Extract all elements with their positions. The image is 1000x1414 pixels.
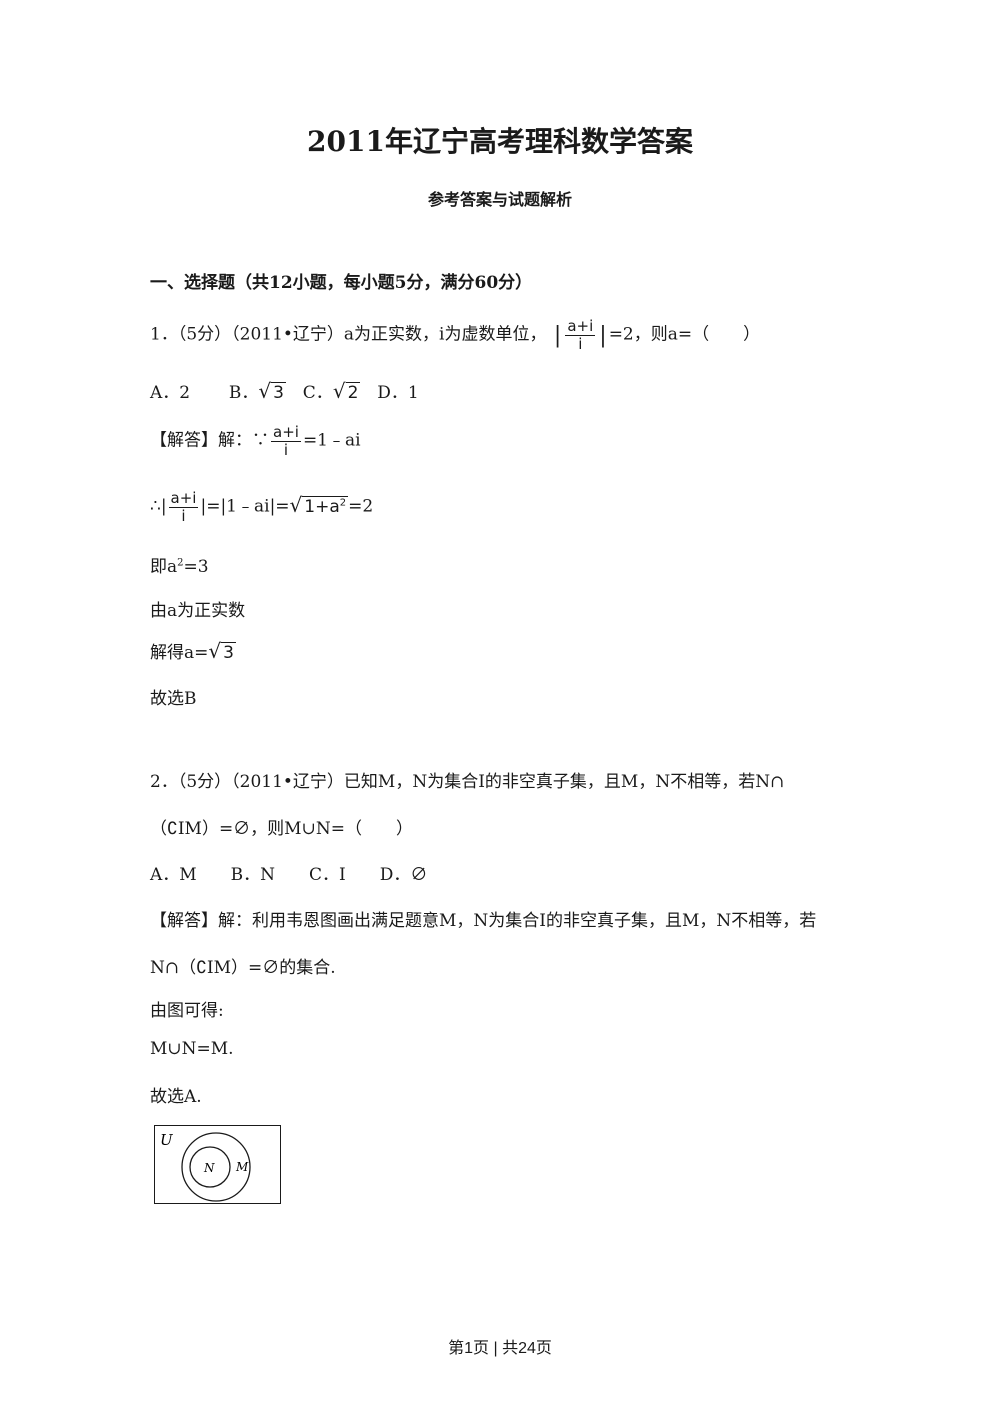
radicand-exponent: 2: [339, 496, 347, 508]
q1-solution-line6: 故选B: [150, 689, 197, 709]
venn-diagram: U N M: [154, 1125, 281, 1204]
fraction-denominator: i: [283, 440, 289, 459]
sqrt-1-plus-a2: √1+a2: [289, 492, 349, 517]
q1-solution-line4: 由a为正实数: [150, 601, 246, 621]
sqrt-b-radicand: 3: [271, 382, 286, 403]
venn-svg: U N M: [160, 1131, 251, 1202]
sqrt-c-radicand: 2: [345, 382, 361, 403]
q1-stem-post: =2，则a=（ ）: [608, 324, 761, 345]
q1-solution-line5: 解得a=√3: [150, 638, 236, 663]
q2-solution-line2: N∩（∁IM）=∅的集合.: [150, 958, 336, 978]
q1-line3-post: =3: [183, 557, 209, 577]
fraction-numerator: a+i: [271, 423, 301, 442]
q2-solution-line4: M∪N=M.: [150, 1039, 234, 1059]
venn-circle-n: [189, 1146, 231, 1188]
venn-label-m: M: [235, 1160, 249, 1174]
page-footer: 第1页 | 共24页: [448, 1340, 552, 1357]
q1-option-a: A．2: [150, 383, 191, 403]
page-title: 2011年辽宁高考理科数学答案: [307, 125, 693, 158]
section-heading: 一、选择题（共12小题，每小题5分，满分60分）: [150, 273, 533, 293]
q1-solution-eq: =1﹣ai: [302, 430, 361, 451]
q1-stem-pre: 1．（5分）（2011•辽宁）a为正实数，i为虚数单位，: [150, 324, 547, 345]
sqrt-answer-radicand: 3: [221, 642, 236, 663]
q2-solution-line1: 【解答】解：利用韦恩图画出满足题意M，N为集合I的非空真子集，且M，N不相等，若: [150, 911, 817, 931]
venn-circle-m: [181, 1132, 251, 1202]
page-subtitle: 参考答案与试题解析: [427, 190, 572, 209]
q1-sol2-post: =2: [348, 496, 374, 517]
fraction-numerator: a+i: [168, 489, 199, 508]
q1-option-c-label: C．: [302, 383, 333, 403]
q1-options: A．2 B．√3 C．√2 D．1: [150, 378, 419, 403]
q1-line5-pre: 解得a=: [150, 643, 209, 663]
sqrt-radicand: 1+a2: [302, 495, 349, 517]
sqrt-answer: √3: [208, 639, 236, 663]
q1-solution-label: 【解答】解：∵: [150, 430, 269, 451]
q2-stem-line1: 2．（5分）（2011•辽宁）已知M，N为集合I的非空真子集，且M，N不相等，若…: [150, 772, 785, 792]
q2-solution-line5: 故选A.: [150, 1087, 202, 1107]
q1-line3-text: 即a: [150, 557, 178, 577]
sqrt-c: √2: [332, 379, 361, 403]
q1-option-d: D．1: [377, 383, 419, 403]
fraction-numerator: a+i: [565, 317, 596, 336]
fraction-denominator: i: [578, 334, 583, 353]
venn-label-u: U: [160, 1131, 174, 1149]
q2-solution-line3: 由图可得:: [150, 1001, 224, 1021]
q2-options: A．M B．N C．I D．∅: [150, 865, 428, 885]
q1-solution-line3: 即a2=3: [150, 552, 209, 577]
abs-bar-right: |: [599, 322, 607, 348]
q1-sol2-mid: |=|1﹣ai|=: [200, 496, 290, 517]
q1-option-b-label: B．: [228, 383, 259, 403]
radicand-base: 1+a: [304, 496, 340, 517]
venn-label-n: N: [203, 1161, 215, 1175]
q1-line3-exponent: 2: [177, 557, 184, 569]
q2-stem-line2: （∁IM）=∅，则M∪N=（ ）: [150, 819, 413, 839]
fraction-denominator: i: [181, 506, 186, 525]
q1-sol2-pre: ∴|: [150, 496, 167, 517]
sqrt-b: √3: [258, 379, 286, 403]
abs-bar-left: |: [553, 322, 562, 348]
